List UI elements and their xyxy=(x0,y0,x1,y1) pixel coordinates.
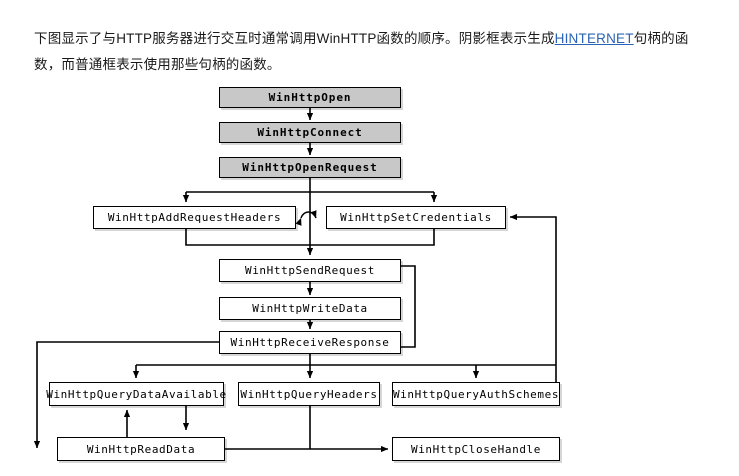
node-label: WinHttpConnect xyxy=(257,126,363,139)
node-win-http-query-data-available[interactable]: WinHttpQueryDataAvailable xyxy=(46,382,227,406)
node-win-http-set-credentials[interactable]: WinHttpSetCredentials xyxy=(326,206,506,229)
intro-text-before-link: 下图显示了与HTTP服务器进行交互时通常调用WinHTTP函数的顺序。阴影框表示… xyxy=(34,30,555,46)
node-win-http-write-data[interactable]: WinHttpWriteData xyxy=(219,297,401,320)
node-win-http-close-handle[interactable]: WinHttpCloseHandle xyxy=(392,437,560,461)
intro-paragraph: 下图显示了与HTTP服务器进行交互时通常调用WinHTTP函数的顺序。阴影框表示… xyxy=(34,26,714,78)
edge-optional-join-bar xyxy=(185,229,435,246)
node-label: WinHttpSendRequest xyxy=(244,264,375,277)
edge-queryauthschemes-to-setcredentials xyxy=(509,213,557,382)
node-label: WinHttpSetCredentials xyxy=(340,211,492,224)
node-win-http-connect[interactable]: WinHttpConnect xyxy=(219,122,401,143)
node-label: WinHttpQueryAuthSchemes xyxy=(392,387,560,401)
node-win-http-send-request[interactable]: WinHttpSendRequest xyxy=(219,259,401,282)
node-win-http-open-request[interactable]: WinHttpOpenRequest xyxy=(219,157,401,178)
edge-sendrequest-receiveresponse-bracket xyxy=(401,265,416,348)
node-label: WinHttpReceiveResponse xyxy=(230,336,390,349)
node-label: WinHttpQueryDataAvailable xyxy=(46,387,227,401)
node-label: WinHttpOpen xyxy=(268,91,352,104)
hinternet-link[interactable]: HINTERNET xyxy=(554,30,634,46)
node-label: WinHttpOpenRequest xyxy=(242,161,378,174)
node-win-http-receive-response[interactable]: WinHttpReceiveResponse xyxy=(219,331,401,354)
node-label: WinHttpCloseHandle xyxy=(410,442,541,456)
node-win-http-query-auth-schemes[interactable]: WinHttpQueryAuthSchemes xyxy=(392,382,560,406)
node-label: WinHttpQueryHeaders xyxy=(240,387,378,401)
node-win-http-open[interactable]: WinHttpOpen xyxy=(219,87,401,108)
node-win-http-add-request-headers[interactable]: WinHttpAddRequestHeaders xyxy=(93,206,296,229)
node-label: WinHttpWriteData xyxy=(252,302,368,315)
node-win-http-query-headers[interactable]: WinHttpQueryHeaders xyxy=(238,382,380,406)
node-win-http-read-data[interactable]: WinHttpReadData xyxy=(57,437,225,461)
intro-text-after-link: 句柄的函数，而普通框表示使用那些句柄的函数。 xyxy=(34,30,689,72)
edge-headers-credentials-bidirectional xyxy=(295,210,317,226)
node-label: WinHttpAddRequestHeaders xyxy=(107,211,282,224)
node-label: WinHttpReadData xyxy=(86,442,196,456)
